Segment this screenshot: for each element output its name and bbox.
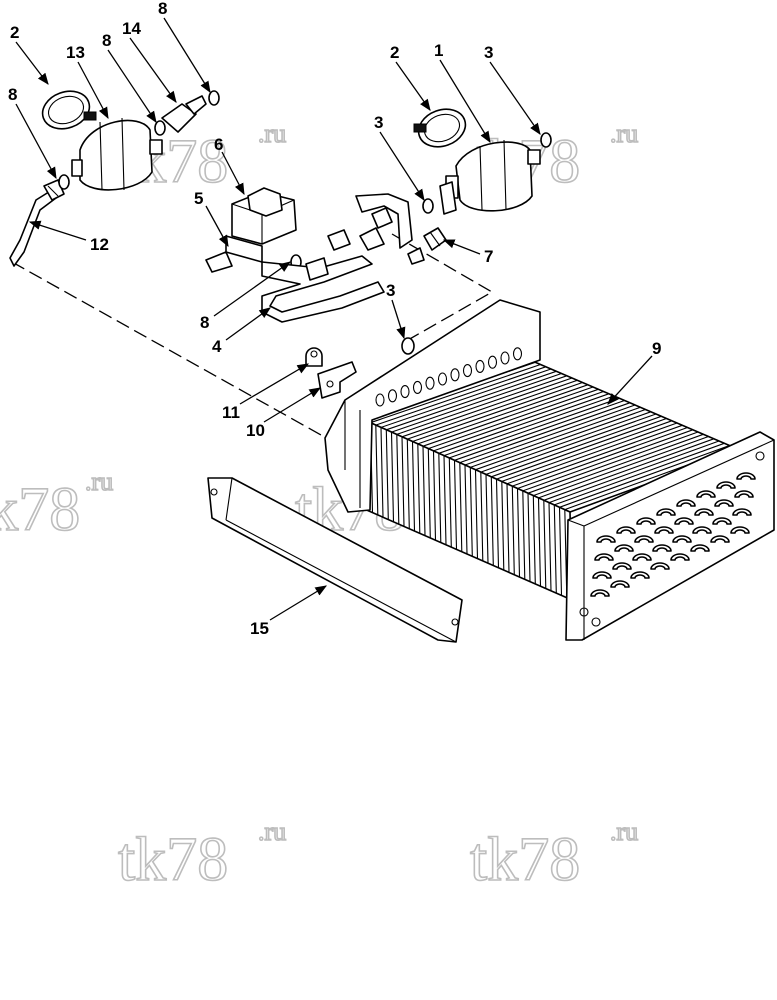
callout-3: 3 bbox=[374, 113, 383, 132]
coil-slot bbox=[400, 385, 410, 399]
evaporator-coil bbox=[324, 299, 775, 641]
callout-1: 1 bbox=[434, 41, 443, 60]
coil-slot bbox=[500, 351, 510, 365]
coil-slot bbox=[450, 368, 460, 382]
return-bend bbox=[710, 535, 730, 543]
return-bend bbox=[616, 526, 636, 534]
return-bend bbox=[716, 481, 736, 489]
callout-8: 8 bbox=[8, 85, 17, 104]
callout-6: 6 bbox=[214, 135, 223, 154]
watermark-text: tk78 bbox=[0, 476, 80, 544]
coil-slot bbox=[375, 393, 385, 407]
callout-14: 14 bbox=[122, 19, 141, 38]
return-bend bbox=[654, 526, 674, 534]
accumulator-left bbox=[71, 117, 163, 191]
return-bend bbox=[614, 544, 634, 552]
watermark-text: tk78 bbox=[118, 826, 228, 894]
callout-11: 11 bbox=[222, 403, 240, 422]
callout-8: 8 bbox=[102, 31, 111, 50]
solenoid-valve bbox=[205, 187, 297, 273]
return-bend bbox=[712, 517, 732, 525]
coil-slot bbox=[475, 359, 485, 373]
return-bend bbox=[736, 472, 756, 480]
watermark-text: tk78 bbox=[470, 826, 580, 894]
return-bend bbox=[632, 553, 652, 561]
coil-slot bbox=[437, 372, 448, 386]
watermark-sup: .ru bbox=[85, 467, 113, 496]
return-bend bbox=[612, 562, 632, 570]
return-bend bbox=[610, 580, 630, 588]
return-bend bbox=[692, 526, 712, 534]
coil-slot bbox=[387, 389, 398, 403]
refrigerant-tubing bbox=[261, 193, 425, 323]
return-bend bbox=[634, 535, 654, 543]
coil-slot bbox=[487, 355, 498, 369]
return-bend bbox=[732, 508, 752, 516]
return-bend bbox=[674, 517, 694, 525]
bracket bbox=[317, 361, 357, 399]
callout-5: 5 bbox=[194, 189, 203, 208]
return-bend bbox=[714, 499, 734, 507]
o-rings bbox=[58, 90, 552, 355]
callout-15: 15 bbox=[250, 619, 269, 638]
return-bend bbox=[734, 490, 754, 498]
return-bend bbox=[672, 535, 692, 543]
return-bend bbox=[596, 535, 616, 543]
accumulator-right bbox=[439, 139, 541, 215]
callout-7: 7 bbox=[484, 247, 493, 266]
return-bend bbox=[590, 589, 610, 597]
drip-plate bbox=[207, 477, 463, 643]
coil-slot bbox=[512, 347, 523, 361]
return-bend bbox=[656, 508, 676, 516]
callout-3: 3 bbox=[386, 281, 395, 300]
return-bend bbox=[594, 553, 614, 561]
watermark-sup: .ru bbox=[610, 817, 638, 846]
assembly-line-left bbox=[11, 261, 331, 441]
return-bend bbox=[696, 490, 716, 498]
callout-3: 3 bbox=[484, 43, 493, 62]
fitting-right bbox=[423, 227, 447, 251]
return-bend bbox=[592, 571, 612, 579]
return-bend bbox=[690, 544, 710, 552]
return-bend bbox=[652, 544, 672, 552]
assembly-line-right bbox=[391, 233, 494, 341]
hose-clamp-left bbox=[41, 90, 97, 130]
coil-slot bbox=[412, 380, 423, 394]
callout-13: 13 bbox=[66, 43, 85, 62]
callout-8: 8 bbox=[158, 0, 167, 18]
callout-labels: 2 8 13 8 14 8 12 5 6 8 4 2 1 3 3 7 3 9 1… bbox=[8, 0, 661, 638]
return-bend bbox=[676, 499, 696, 507]
callout-4: 4 bbox=[212, 337, 222, 356]
callout-2: 2 bbox=[10, 23, 19, 42]
clamp bbox=[305, 347, 323, 367]
fitting-left bbox=[161, 95, 207, 133]
watermark-sup: .ru bbox=[258, 817, 286, 846]
return-bend bbox=[650, 562, 670, 570]
watermark-7: tk78 .ru bbox=[469, 816, 639, 895]
hose-clamp-right bbox=[413, 108, 467, 148]
callout-8: 8 bbox=[200, 313, 209, 332]
coil-slot bbox=[462, 364, 473, 378]
leader-lines bbox=[15, 17, 653, 621]
watermark-6: tk78 .ru bbox=[117, 816, 287, 895]
watermark-sup: .ru bbox=[610, 119, 638, 148]
return-bend bbox=[670, 553, 690, 561]
return-bend bbox=[636, 517, 656, 525]
coil-slot bbox=[425, 376, 435, 390]
return-bend bbox=[630, 571, 650, 579]
return-bend bbox=[694, 508, 714, 516]
tube-left bbox=[9, 179, 65, 267]
callout-9: 9 bbox=[652, 339, 661, 358]
callout-12: 12 bbox=[90, 235, 109, 254]
return-bend bbox=[730, 526, 750, 534]
callout-10: 10 bbox=[246, 421, 265, 440]
callout-2: 2 bbox=[390, 43, 399, 62]
watermark-sup: .ru bbox=[258, 119, 286, 148]
watermark-3: tk78 .ru bbox=[0, 466, 114, 545]
